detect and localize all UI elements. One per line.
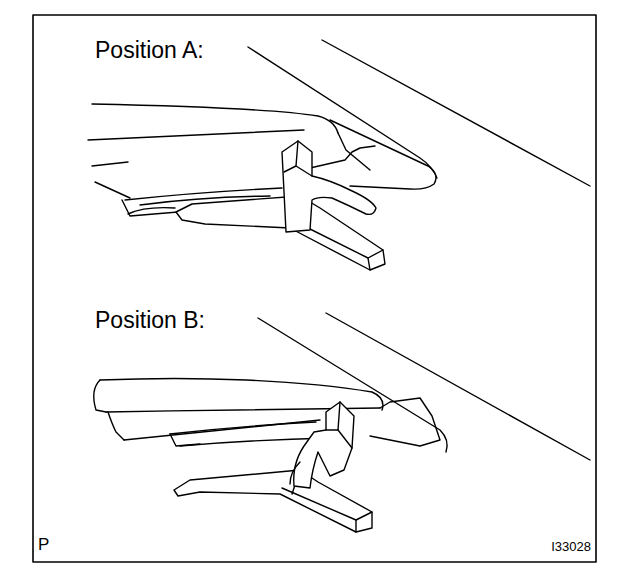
- figure-frame: [33, 15, 596, 562]
- position-heading: Position B:: [95, 308, 205, 333]
- figure-number: I33028: [551, 540, 591, 554]
- figure-code: P: [38, 536, 49, 555]
- position-b-drawing: [94, 313, 590, 532]
- position-heading: Position A:: [95, 38, 204, 63]
- position-a-drawing: [88, 40, 590, 270]
